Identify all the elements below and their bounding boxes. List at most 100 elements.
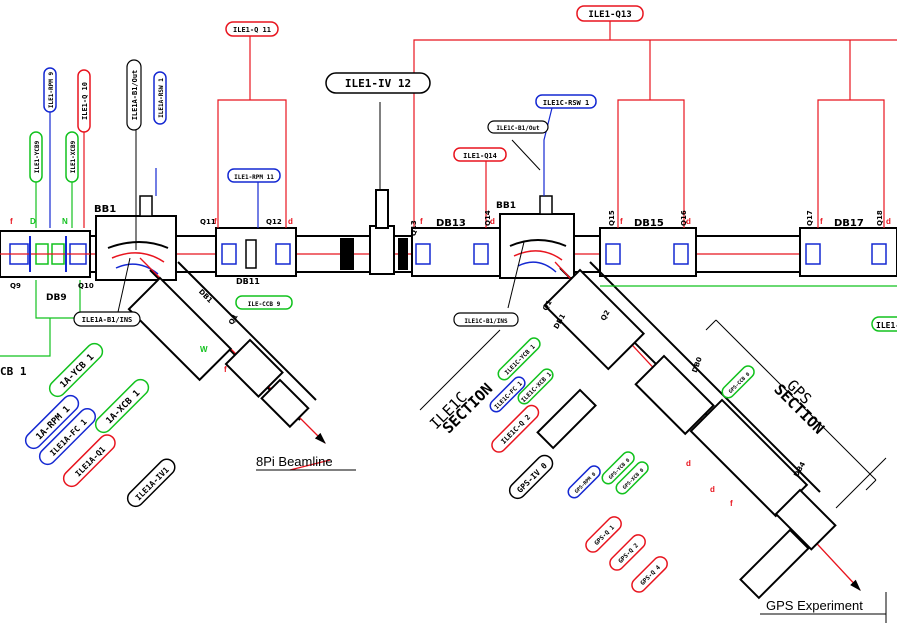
svg-text:ILE1A-RSW 1: ILE1A-RSW 1: [158, 78, 165, 118]
svg-text:DB9: DB9: [46, 293, 67, 303]
svg-text:f: f: [420, 217, 423, 226]
svg-text:ILE1-Q 11: ILE1-Q 11: [233, 26, 271, 34]
svg-text:ILE1A-B1/Out: ILE1A-B1/Out: [131, 70, 139, 121]
svg-text:ILE1-YCB9: ILE1-YCB9: [34, 140, 41, 173]
tag-ile1-rpm11: ILE1-RPM 11: [227, 168, 281, 183]
svg-text:Q12: Q12: [266, 218, 282, 226]
svg-text:d: d: [886, 217, 891, 226]
tag-1a-xcb1: 1A-XCB 1: [94, 378, 150, 434]
svg-text:ILE1C-B1/Out: ILE1C-B1/Out: [496, 125, 540, 132]
tag-ile1-q14: ILE1-Q14: [453, 147, 507, 162]
tag-gps-rpm0: GPS-RPM 0: [567, 465, 601, 499]
svg-text:Q9: Q9: [10, 282, 21, 290]
svg-text:DB13: DB13: [436, 218, 466, 229]
svg-text:Q13: Q13: [410, 220, 418, 236]
svg-text:ILE1C-B1/INS: ILE1C-B1/INS: [464, 318, 508, 325]
bb1-right-dipole: [499, 195, 575, 279]
svg-text:f: f: [620, 217, 623, 226]
svg-text:ILE1C-RSW 1: ILE1C-RSW 1: [543, 99, 589, 107]
svg-text:Q17: Q17: [806, 210, 814, 226]
svg-text:W: W: [200, 345, 208, 354]
svg-text:Q14: Q14: [484, 210, 492, 226]
tag-ile1-q11: ILE1-Q 11: [225, 21, 279, 37]
svg-text:f: f: [224, 365, 227, 374]
svg-text:ILE1-RPM 11: ILE1-RPM 11: [234, 174, 274, 181]
db17-magnet-block: [799, 227, 897, 277]
tag-ile1c-rsw1: ILE1C-RSW 1: [535, 94, 597, 109]
heading-gps-experiment: GPS Experiment: [760, 592, 887, 623]
svg-text:ILE1-IV 12: ILE1-IV 12: [345, 77, 411, 90]
svg-text:f: f: [820, 217, 823, 226]
svg-text:Q15: Q15: [608, 210, 616, 226]
tag-cb1-edge: CB 1: [0, 365, 27, 378]
svg-text:DB1: DB1: [197, 288, 214, 305]
tag-gps-q2: GPS-Q 2: [609, 534, 646, 571]
svg-text:ILE1-Q14: ILE1-Q14: [463, 152, 497, 160]
branch-8pi: [127, 257, 326, 444]
svg-text:ILE1-Q 10: ILE1-Q 10: [81, 82, 89, 120]
svg-text:ILE1-XCB9: ILE1-XCB9: [70, 140, 77, 173]
tag-ile1a-b1-out: ILE1A-B1/Out: [126, 59, 142, 131]
svg-text:GPS Experiment: GPS Experiment: [766, 598, 863, 613]
tag-ile1c-b1-out: ILE1C-B1/Out: [487, 120, 549, 134]
svg-text:ILE1-RPM 9: ILE1-RPM 9: [48, 72, 55, 109]
heading-gps-section: GPS SECTION: [770, 376, 827, 438]
svg-text:ILE1-Q13: ILE1-Q13: [588, 10, 631, 20]
svg-text:DB17: DB17: [834, 218, 864, 229]
tag-gps-q4: GPS-Q 4: [631, 556, 668, 593]
tag-ile1a-rsw1: ILE1A-RSW 1: [153, 71, 167, 125]
tag-ile-ccb9: ILE-CCB 9: [235, 295, 293, 310]
svg-text:Q1: Q1: [227, 313, 239, 326]
tag-ile1-ycb9: ILE1-YCB9: [29, 131, 43, 183]
svg-text:BB1: BB1: [496, 201, 516, 211]
svg-text:d: d: [288, 217, 293, 226]
tag-gps-iv0: GPS-IV 0: [508, 454, 554, 500]
tag-gps-ccb0: GPS-CCB 0: [721, 365, 755, 399]
tag-ile1-rpm9: ILE1-RPM 9: [43, 67, 57, 113]
db15-magnet-block: [599, 227, 697, 277]
db13-magnet-block: [411, 227, 503, 277]
tag-ile1-edge: ILE1-: [871, 316, 897, 332]
heading-8pi-beamline: 8Pi Beamline: [256, 454, 356, 471]
black-connectors: [117, 102, 541, 313]
svg-text:CB 1: CB 1: [0, 365, 27, 378]
tag-1a-ycb1: 1A-YCB 1: [48, 342, 104, 398]
tag-ile1-xcb9: ILE1-XCB9: [65, 131, 79, 183]
svg-text:Q16: Q16: [680, 210, 688, 226]
blue-connectors: [49, 107, 553, 228]
svg-text:ILE-CCB 9: ILE-CCB 9: [248, 301, 281, 308]
db9-magnet-block: [0, 230, 91, 278]
svg-text:f: f: [730, 499, 733, 508]
svg-text:ILE1-: ILE1-: [876, 321, 897, 330]
red-connectors: [83, 20, 897, 471]
svg-text:d: d: [490, 217, 495, 226]
iv12-valve: [340, 189, 408, 275]
svg-text:d: d: [710, 485, 715, 494]
svg-text:f: f: [214, 217, 217, 226]
svg-text:Q11: Q11: [200, 218, 216, 226]
tag-ile1c-b1-ins: ILE1C-B1/INS: [453, 312, 519, 327]
tag-ile1-q10: ILE1-Q 10: [77, 69, 91, 133]
svg-text:BB1: BB1: [94, 204, 116, 215]
polarity-markers: f f d f d f d f d D N W f d d f: [10, 217, 891, 508]
svg-text:N: N: [62, 217, 68, 226]
branch-gps: [536, 261, 887, 600]
svg-text:D: D: [30, 217, 36, 226]
svg-text:f: f: [10, 217, 13, 226]
tag-ile1-iv12: ILE1-IV 12: [325, 72, 431, 94]
svg-text:d: d: [686, 459, 691, 468]
tag-ile1a-b1-ins: ILE1A-B1/INS: [73, 311, 141, 327]
heading-ile1c-section: ILE1C SECTION: [426, 380, 496, 437]
ile1c-section-bracket: [419, 329, 501, 411]
tag-ile1a-iv1: ILE1A-IV1: [126, 458, 176, 508]
db11-magnet-block: [215, 227, 297, 277]
svg-text:DB0: DB0: [691, 356, 704, 374]
svg-text:DB15: DB15: [634, 218, 664, 229]
tag-ile1-q13: ILE1-Q13: [576, 5, 644, 22]
svg-text:ILE1A-B1/INS: ILE1A-B1/INS: [82, 316, 133, 324]
svg-text:DB11: DB11: [236, 277, 260, 286]
svg-text:Q10: Q10: [78, 282, 94, 290]
svg-text:d: d: [686, 217, 691, 226]
tag-ile1c-ycb1: ILE1C-YCB 1: [497, 337, 541, 381]
